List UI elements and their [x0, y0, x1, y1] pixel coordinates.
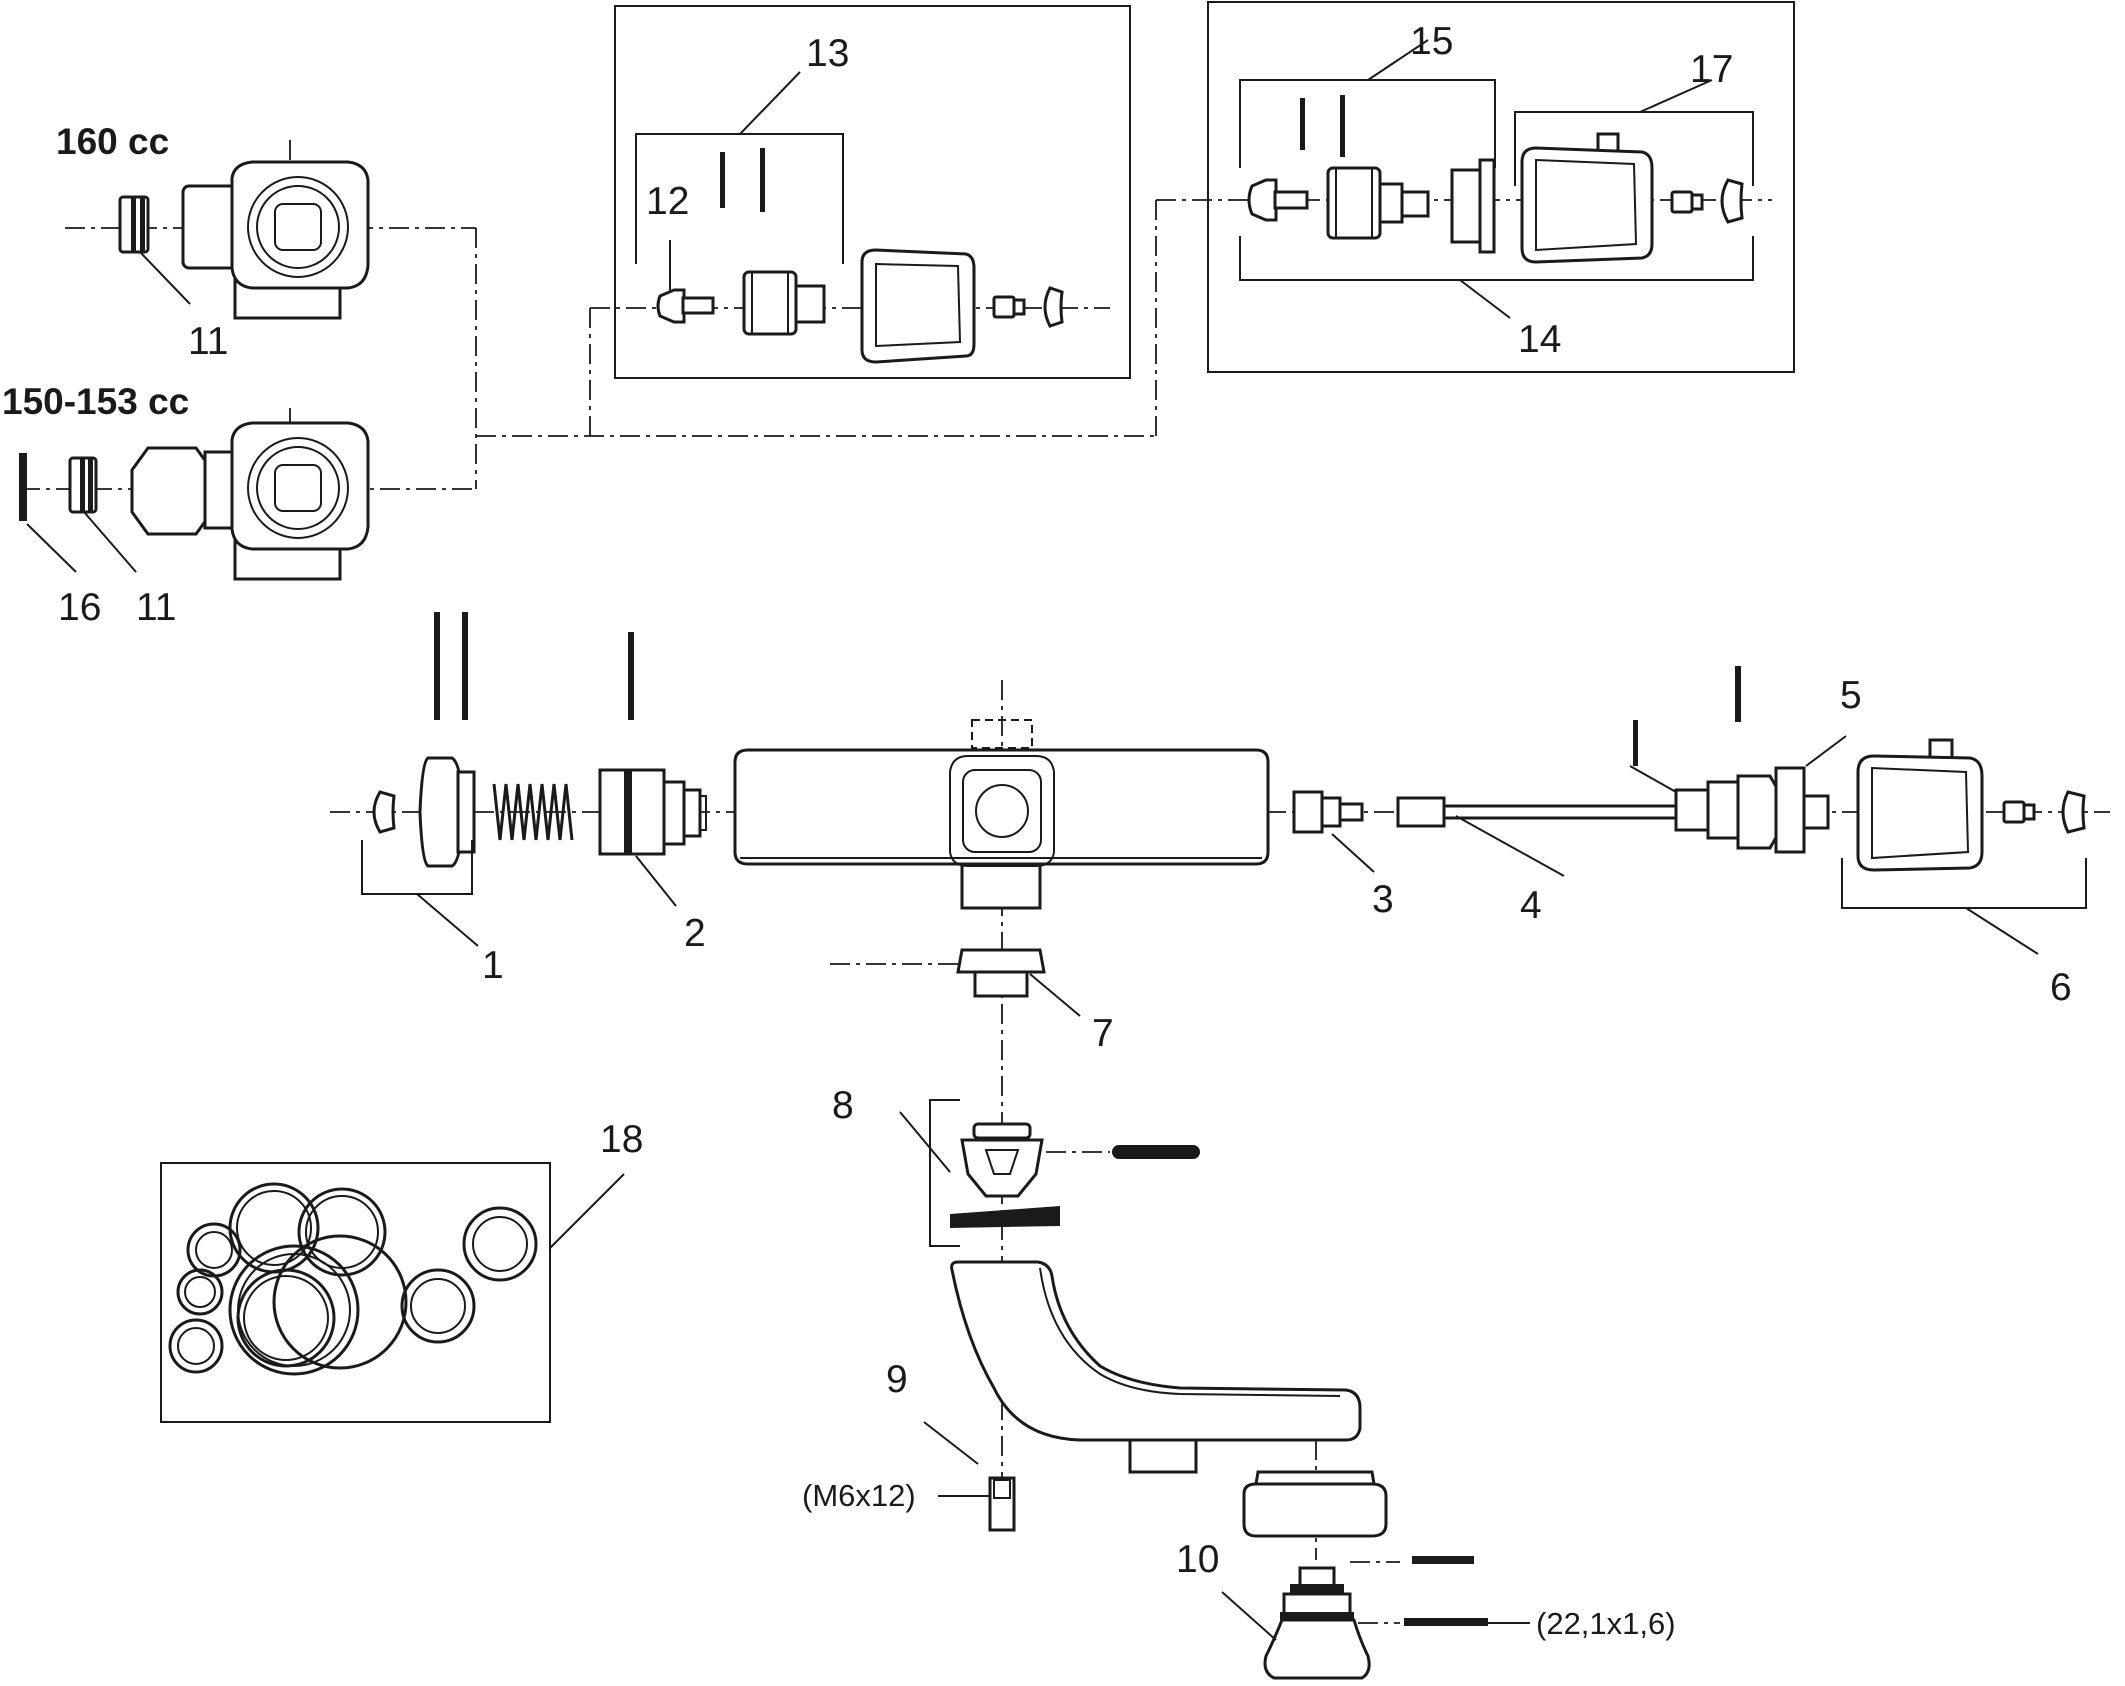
dimension-screw: (M6x12) — [802, 1478, 916, 1513]
cap-13 — [1043, 286, 1064, 328]
callout-12: 12 — [646, 180, 689, 223]
callout-7: 7 — [1092, 1012, 1114, 1055]
callout-2: 2 — [684, 912, 706, 955]
valve-body-150-153 — [130, 421, 370, 581]
ring-part-11-150 — [68, 456, 98, 514]
callout-17: 16 — [58, 586, 101, 629]
variant-label-160: 160 cc — [56, 121, 169, 162]
nipple-part-7 — [956, 948, 1046, 998]
handle-16 — [1520, 132, 1654, 264]
bracket-15 — [1239, 79, 1496, 168]
callout-11-top: 11 — [188, 320, 229, 363]
bracket-14 — [1239, 236, 1754, 281]
handle-part-6 — [1856, 738, 1984, 872]
pins-13 — [720, 148, 765, 212]
callout-15: 15 — [1410, 20, 1453, 63]
pin-part-2 — [628, 632, 634, 720]
callout-18: 18 — [600, 1118, 643, 1161]
callout-11-bottom: 11 — [136, 586, 177, 629]
pins-15 — [1300, 95, 1345, 157]
seal-kit-rings — [168, 1182, 408, 1376]
cartridge-13 — [742, 270, 826, 336]
callout-16: 17 — [1690, 48, 1733, 91]
box-13-assembly — [614, 5, 1131, 379]
pins-part-1 — [434, 612, 468, 720]
aerator-part-8 — [929, 1099, 1200, 1247]
handle-13 — [860, 248, 976, 364]
callout-9: 9 — [886, 1358, 908, 1401]
screw-part-6 — [2002, 800, 2036, 824]
leader-lines — [26, 39, 2039, 1641]
adapter-16 — [1450, 158, 1496, 254]
ring-part-11-160 — [118, 195, 150, 254]
callout-5: 5 — [1840, 674, 1862, 717]
part-4-rod — [1396, 796, 1682, 828]
cap-part-6 — [2061, 790, 2086, 834]
screw-13 — [992, 295, 1026, 319]
cap-16 — [1720, 178, 1744, 224]
part-3-stem — [1292, 790, 1364, 834]
spout — [950, 1260, 1362, 1474]
seal-kit-sieves — [400, 1206, 538, 1344]
box-18-seal-kit — [160, 1162, 551, 1423]
box-14-assembly — [1207, 1, 1795, 373]
bracket-13 — [635, 133, 844, 264]
cartridge-part-2 — [598, 768, 707, 856]
dimension-oring: (22,1x1,6) — [1536, 1606, 1676, 1641]
callout-4: 4 — [1520, 884, 1542, 927]
part-12-knob — [656, 288, 715, 324]
cartridge-15 — [1326, 166, 1430, 240]
callout-14: 14 — [1518, 318, 1561, 361]
knob-15 — [1247, 178, 1309, 222]
callout-3: 3 — [1372, 878, 1394, 921]
valve-body-160 — [181, 160, 370, 320]
bracket-16 — [1514, 111, 1754, 186]
cover-part-1 — [418, 756, 476, 868]
screw-part-9 — [988, 1476, 1016, 1532]
part-5-unit — [1633, 666, 1830, 854]
base-part-10 — [1242, 1470, 1488, 1680]
cap-part-1 — [372, 790, 396, 834]
callout-10: 10 — [1176, 1538, 1219, 1581]
mixer-body — [733, 719, 1270, 910]
seal-part-17 — [19, 453, 27, 521]
callout-13: 13 — [806, 32, 849, 75]
callout-6: 6 — [2050, 966, 2072, 1009]
callout-1: 1 — [482, 944, 504, 987]
variant-label-150-153: 150-153 cc — [2, 381, 189, 422]
screw-16 — [1670, 190, 1704, 214]
bracket-6 — [1841, 858, 2087, 909]
callout-8: 8 — [832, 1084, 854, 1127]
spring — [492, 783, 574, 841]
